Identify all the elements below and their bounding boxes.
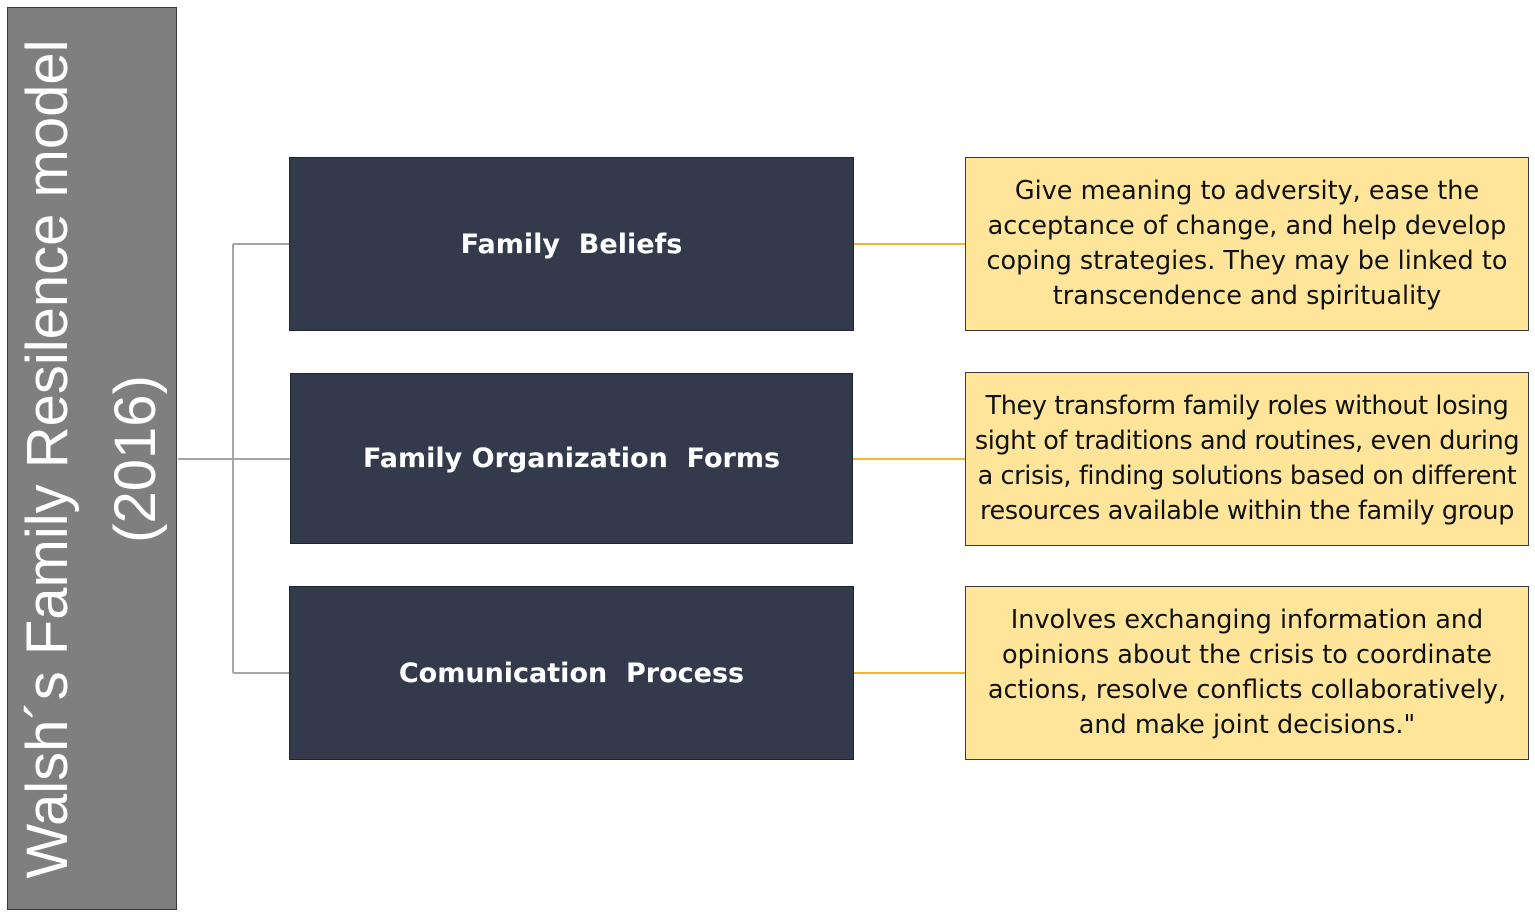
category-box-family-organization-forms: Family Organization Forms [290,373,853,544]
category-label: Family Organization Forms [362,443,781,474]
description-box-communication-process: Involves exchanging information and opin… [965,586,1529,760]
description-box-family-beliefs: Give meaning to adversity, ease the acce… [965,157,1529,331]
category-box-family-beliefs: Family Beliefs [289,157,854,331]
model-title-bar: Walsh´s Family Resilence model (2016) [7,7,177,910]
category-label: Comunication Process [398,657,745,689]
description-text: They transform family roles without losi… [974,391,1520,526]
description-text: Give meaning to adversity, ease the acce… [986,176,1508,311]
description-text: Involves exchanging information and opin… [987,605,1507,740]
category-box-communication-process: Comunication Process [289,586,854,760]
category-label: Family Beliefs [460,228,683,260]
description-box-family-organization-forms: They transform family roles without losi… [965,372,1529,546]
